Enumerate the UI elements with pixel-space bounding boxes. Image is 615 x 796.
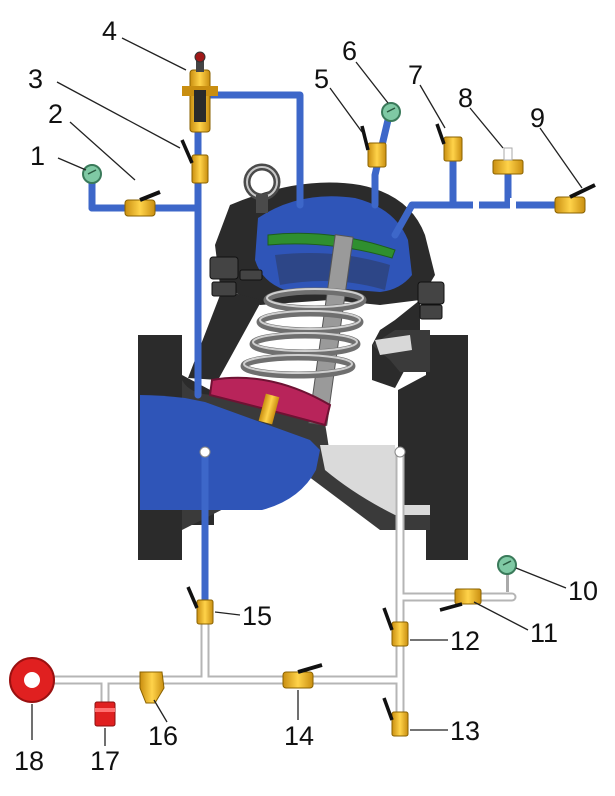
label-1: 1 <box>30 141 45 171</box>
label-3: 3 <box>28 64 43 94</box>
lifting-eye <box>243 163 281 213</box>
ball-valve-icon <box>282 663 323 689</box>
label-8: 8 <box>458 83 473 113</box>
outlet-chamber <box>320 445 430 515</box>
pressure-port <box>394 446 406 458</box>
label-5: 5 <box>314 64 329 94</box>
label-6: 6 <box>342 36 357 66</box>
label-11: 11 <box>530 618 558 648</box>
solenoid-fitting-icon <box>492 147 524 175</box>
needle-valve-icon <box>186 586 214 625</box>
leader-lines <box>31 37 583 746</box>
three-way-cock-icon <box>439 588 482 612</box>
needle-valve-icon <box>435 123 463 162</box>
label-10: 10 <box>568 576 598 606</box>
pressure-port <box>199 446 211 458</box>
ball-valve-icon <box>554 183 596 214</box>
inlet-connection-icon <box>9 657 55 703</box>
label-9: 9 <box>530 103 545 133</box>
label-2: 2 <box>48 99 63 129</box>
pressure-gauge-icon <box>381 102 401 122</box>
label-16: 16 <box>148 721 178 751</box>
pressure-gauge-icon <box>82 164 102 184</box>
label-4: 4 <box>102 16 117 46</box>
label-12: 12 <box>450 626 480 656</box>
label-13: 13 <box>450 716 480 746</box>
inlet-chamber-water <box>140 395 320 510</box>
needle-valve-icon <box>382 607 409 647</box>
label-15: 15 <box>242 601 272 631</box>
needle-valve-icon <box>382 697 409 737</box>
y-strainer-icon <box>139 671 165 704</box>
needle-valve-icon <box>180 139 209 184</box>
label-17: 17 <box>90 746 120 776</box>
label-14: 14 <box>284 721 314 751</box>
callout-labels: 1 2 3 4 5 6 7 8 9 10 11 12 13 15 14 16 1… <box>14 16 598 776</box>
label-18: 18 <box>14 746 44 776</box>
needle-valve-icon <box>360 125 387 168</box>
filter-element-icon <box>94 701 116 727</box>
label-7: 7 <box>408 60 423 90</box>
pressure-gauge-icon <box>497 555 517 592</box>
ball-valve-icon <box>124 190 161 217</box>
diaphragm <box>267 232 396 259</box>
pilot-valve-icon <box>182 51 218 133</box>
bonnet-bolts <box>209 256 445 320</box>
